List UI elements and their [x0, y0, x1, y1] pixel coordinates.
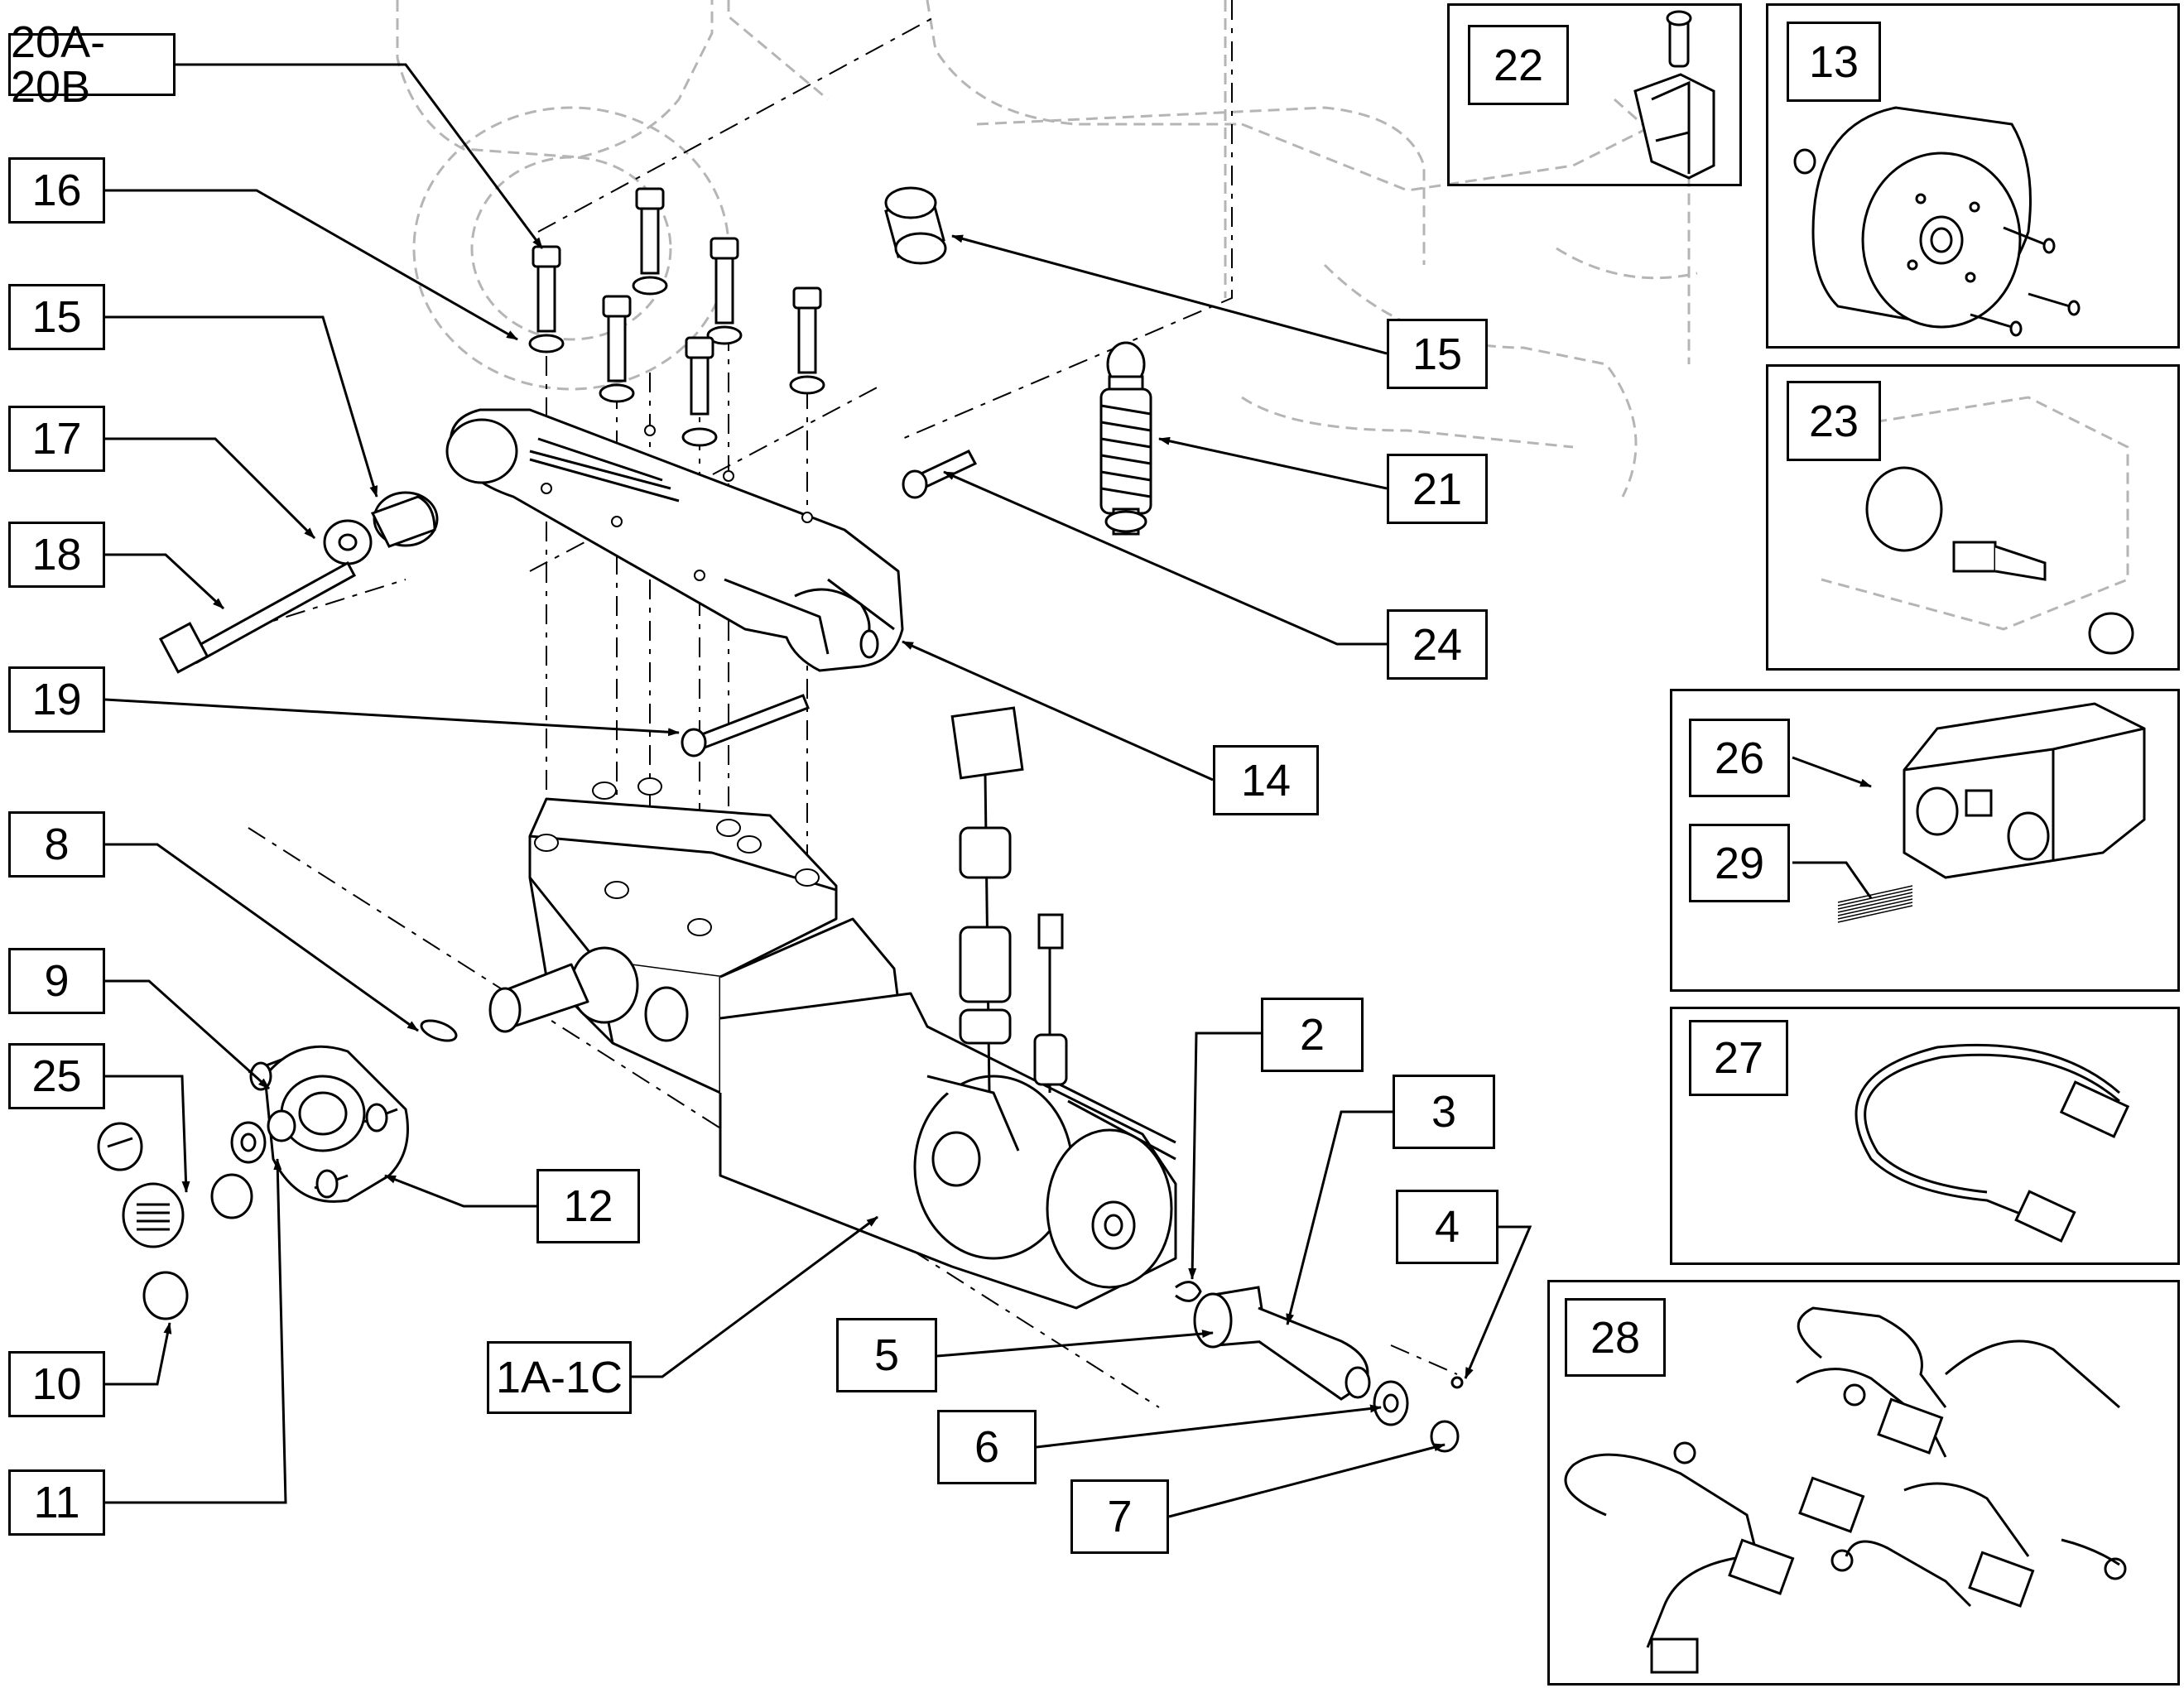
- motor-brush-23-illustration: [1821, 396, 2134, 655]
- callout-11: 11: [8, 1469, 105, 1536]
- shaft-key: [420, 1019, 458, 1042]
- callout-15-right: 15: [1387, 319, 1488, 389]
- shock-bolt: [902, 450, 978, 499]
- gearbox-screws: [534, 777, 820, 936]
- callout-5: 5: [836, 1318, 937, 1392]
- motor-gearbox-assembly: [488, 797, 1177, 1310]
- bracket-22-illustration: [1633, 10, 1715, 180]
- callout-10: 10: [8, 1351, 105, 1417]
- bushing-top: [884, 186, 947, 265]
- inset-panel-27: [1670, 1007, 2180, 1265]
- callout-25: 25: [8, 1043, 105, 1109]
- label-29-illustration: [1837, 885, 1913, 923]
- inset-panel-23: [1766, 364, 2180, 671]
- callout-26: 26: [1689, 719, 1790, 797]
- callout-3: 3: [1393, 1075, 1495, 1149]
- shock-absorber: [1099, 341, 1152, 536]
- lug-nuts: [97, 1109, 296, 1320]
- swing-arm: [445, 408, 904, 672]
- callout-22: 22: [1468, 25, 1569, 105]
- callout-17: 17: [8, 406, 105, 472]
- callout-6: 6: [937, 1410, 1037, 1484]
- cable-27-illustration: [1854, 1043, 2130, 1243]
- callout-18: 18: [8, 522, 105, 588]
- callout-14: 14: [1213, 745, 1319, 815]
- callout-4: 4: [1396, 1190, 1498, 1264]
- motor-wiring: [950, 706, 1068, 1094]
- motor-bolt: [681, 694, 810, 757]
- inset-panel-26-29: [1670, 689, 2180, 992]
- callout-15-left: 15: [8, 284, 105, 350]
- callout-1A-1C: 1A-1C: [487, 1341, 632, 1414]
- inset-panel-13: [1766, 3, 2180, 349]
- motor-cover-13-illustration: [1793, 106, 2081, 337]
- controller-module-26-illustration: [1903, 702, 2146, 879]
- callout-29: 29: [1689, 824, 1790, 902]
- callout-13: 13: [1787, 22, 1881, 102]
- swing-arm-holes: [541, 425, 813, 581]
- hub-cap: [122, 1182, 185, 1248]
- callout-28: 28: [1565, 1298, 1666, 1377]
- callout-7: 7: [1070, 1479, 1169, 1554]
- inset-panel-28: [1547, 1280, 2180, 1686]
- callout-19: 19: [8, 666, 105, 733]
- callout-2: 2: [1261, 998, 1364, 1072]
- callout-9: 9: [8, 948, 105, 1014]
- inset-panel-22: [1447, 3, 1742, 186]
- callout-12: 12: [536, 1169, 640, 1243]
- callout-16: 16: [8, 157, 105, 224]
- callout-21: 21: [1387, 454, 1488, 524]
- callout-20A-20B: 20A-20B: [8, 20, 176, 109]
- callout-27: 27: [1689, 1020, 1788, 1096]
- callout-23: 23: [1787, 381, 1881, 461]
- battery-cables-28-illustration: [1564, 1306, 2127, 1674]
- mounting-bolts: [528, 187, 825, 447]
- callout-8: 8: [8, 811, 105, 878]
- brake-release-parts: [1175, 1281, 1464, 1453]
- callout-24: 24: [1387, 609, 1488, 680]
- pivot-hardware: [158, 491, 439, 674]
- leader-lines: [104, 63, 1873, 1518]
